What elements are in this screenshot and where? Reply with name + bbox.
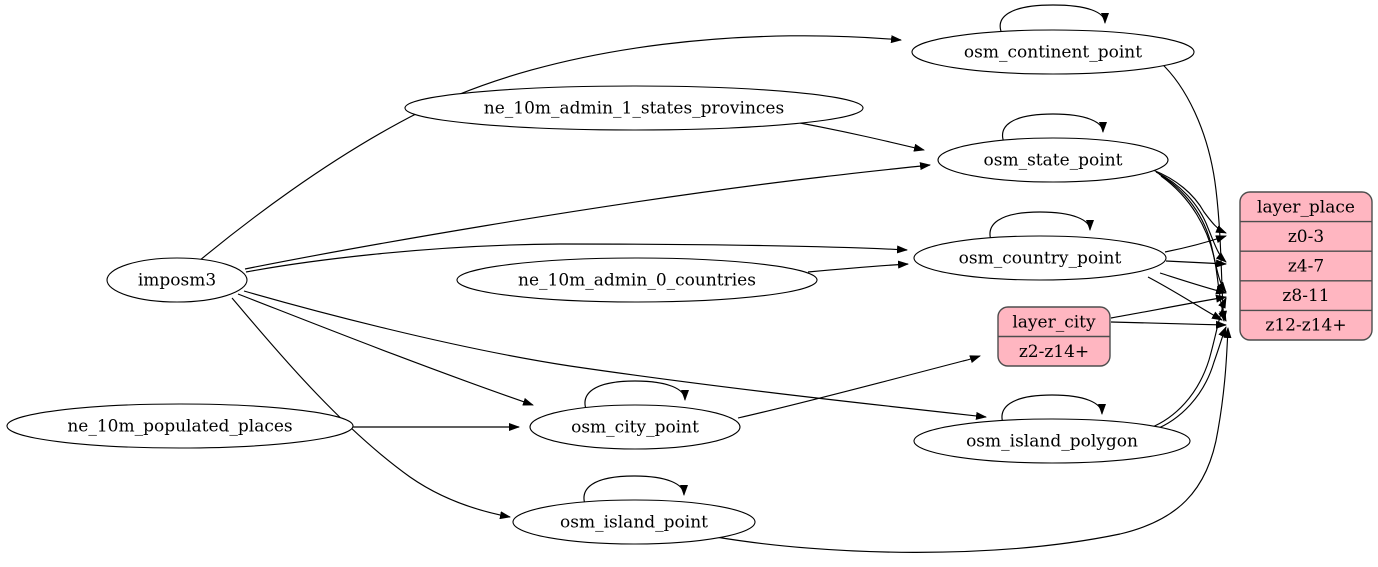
node-shape-osm_country_point [913, 235, 1167, 281]
edge-imposm3-to-osm_city_point [237, 293, 534, 406]
edge-osm_country_point-to-layer_place-z4-7 [1165, 259, 1227, 268]
nodes-layer: imposm3 ne_10m_admin_1_states_provincesne… [6, 29, 1373, 545]
node-label-ne_10m_populated_places: ne_10m_populated_places [67, 417, 292, 437]
node-osm_state_point[interactable]: osm_state_point [937, 137, 1169, 183]
node-label-osm_city_point: osm_city_point [571, 418, 699, 438]
node-shape-osm_continent_point [911, 29, 1195, 75]
node-osm_island_point[interactable]: osm_island_point [512, 499, 756, 545]
edge-self-loop-osm_island_polygon [1001, 394, 1106, 427]
record-field-layer_place-1[interactable]: z0-3 [1288, 227, 1324, 247]
node-shape-osm_state_point [937, 137, 1169, 183]
edge-osm_city_point-to-layer_city-z2-z14 [737, 355, 981, 419]
node-shape-osm_city_point [529, 404, 741, 450]
edge-layer_city-to-layer_place-z8-11 [1110, 294, 1227, 319]
edge-osm_state_point-to-layer_place-z0-3 [1152, 169, 1227, 234]
edge-imposm3-to-osm_country_point [245, 243, 908, 273]
edge-osm_continent_point-to-layer_place-z12-z14 [1159, 61, 1228, 322]
node-shape-ne_10m_admin_0_countries [456, 257, 818, 303]
record-field-layer_place-0[interactable]: layer_place [1257, 197, 1355, 217]
node-label-imposm3: imposm3 [138, 271, 216, 291]
node-label-osm_country_point: osm_country_point [959, 249, 1122, 269]
edge-layer_city-to-layer_place-z12-z14 [1110, 320, 1227, 329]
edge-self-loop-osm_country_point [989, 211, 1094, 244]
edge-imposm3-to-osm_island_polygon [243, 290, 987, 420]
node-shape-osm_island_polygon [913, 418, 1191, 464]
edge-imposm3-to-osm_state_point [244, 162, 931, 270]
node-osm_continent_point[interactable]: osm_continent_point [911, 29, 1195, 75]
node-ne_10m_admin_0_countries[interactable]: ne_10m_admin_0_countries [456, 257, 818, 303]
edge-imposm3-to-osm_island_point [231, 297, 511, 520]
node-ne_10m_populated_places[interactable]: ne_10m_populated_places [6, 403, 354, 449]
edge-ne_10m_admin_0_countries-to-osm_country_point [807, 260, 909, 273]
edge-self-loop-osm_island_point [583, 475, 688, 508]
edge-osm_country_point-to-layer_place-z8-11 [1159, 272, 1227, 295]
record-field-layer_city-0[interactable]: layer_city [1012, 312, 1096, 332]
edge-self-loop-osm_continent_point [999, 4, 1109, 37]
node-osm_island_polygon[interactable]: osm_island_polygon [913, 418, 1191, 464]
node-osm_city_point[interactable]: osm_city_point [529, 404, 741, 450]
edge-osm_island_polygon-to-layer_place-z8-11 [1149, 297, 1227, 429]
edge-osm_country_point-to-layer_place-z0-3 [1164, 235, 1227, 253]
node-label-ne_10m_admin_1_states_provinces: ne_10m_admin_1_states_provinces [484, 99, 784, 119]
edge-self-loop-osm_city_point [584, 380, 689, 413]
edges-layer [198, 4, 1232, 553]
record-body-layer_place [1239, 191, 1373, 341]
node-label-osm_state_point: osm_state_point [984, 151, 1123, 171]
edge-ne_10m_admin_1_states_provinces-to-osm_state_point [799, 122, 925, 152]
node-ne_10m_admin_1_states_provinces[interactable]: ne_10m_admin_1_states_provinces [404, 85, 864, 131]
edge-osm_island_point-to-layer_place-z12-z14 [715, 327, 1232, 553]
record-field-layer_city-1[interactable]: z2-z14+ [1019, 342, 1089, 362]
node-shape-imposm3 [106, 257, 248, 303]
node-label-osm_continent_point: osm_continent_point [964, 43, 1142, 63]
record-field-layer_place-3[interactable]: z8-11 [1282, 286, 1329, 306]
node-label-osm_island_polygon: osm_island_polygon [966, 432, 1138, 452]
node-shape-osm_island_point [512, 499, 756, 545]
edge-osm_state_point-to-layer_place-z4-7 [1155, 171, 1227, 263]
edge-imposm3-to-osm_continent_point [198, 35, 902, 262]
node-shape-ne_10m_admin_1_states_provinces [404, 85, 864, 131]
node-imposm3[interactable]: imposm3 [106, 257, 248, 303]
record-field-layer_place-4[interactable]: z12-z14+ [1265, 316, 1346, 336]
node-shape-ne_10m_populated_places [6, 403, 354, 449]
record-node-layer_city[interactable]: layer_city z2-z14+ [997, 306, 1111, 367]
node-osm_country_point[interactable]: osm_country_point [913, 235, 1167, 281]
record-field-layer_place-2[interactable]: z4-7 [1288, 257, 1324, 277]
edge-osm_country_point-to-layer_place-z12-z14 [1147, 276, 1223, 321]
edge-osm_island_polygon-to-layer_place-z12-z14 [1153, 326, 1227, 431]
node-label-ne_10m_admin_0_countries: ne_10m_admin_0_countries [518, 271, 756, 291]
record-node-layer_place[interactable]: layer_place z0-3 z4-7 z8-11 z12-z14+ [1239, 191, 1373, 341]
node-label-osm_island_point: osm_island_point [560, 513, 708, 533]
edge-self-loop-osm_state_point [1002, 113, 1107, 146]
